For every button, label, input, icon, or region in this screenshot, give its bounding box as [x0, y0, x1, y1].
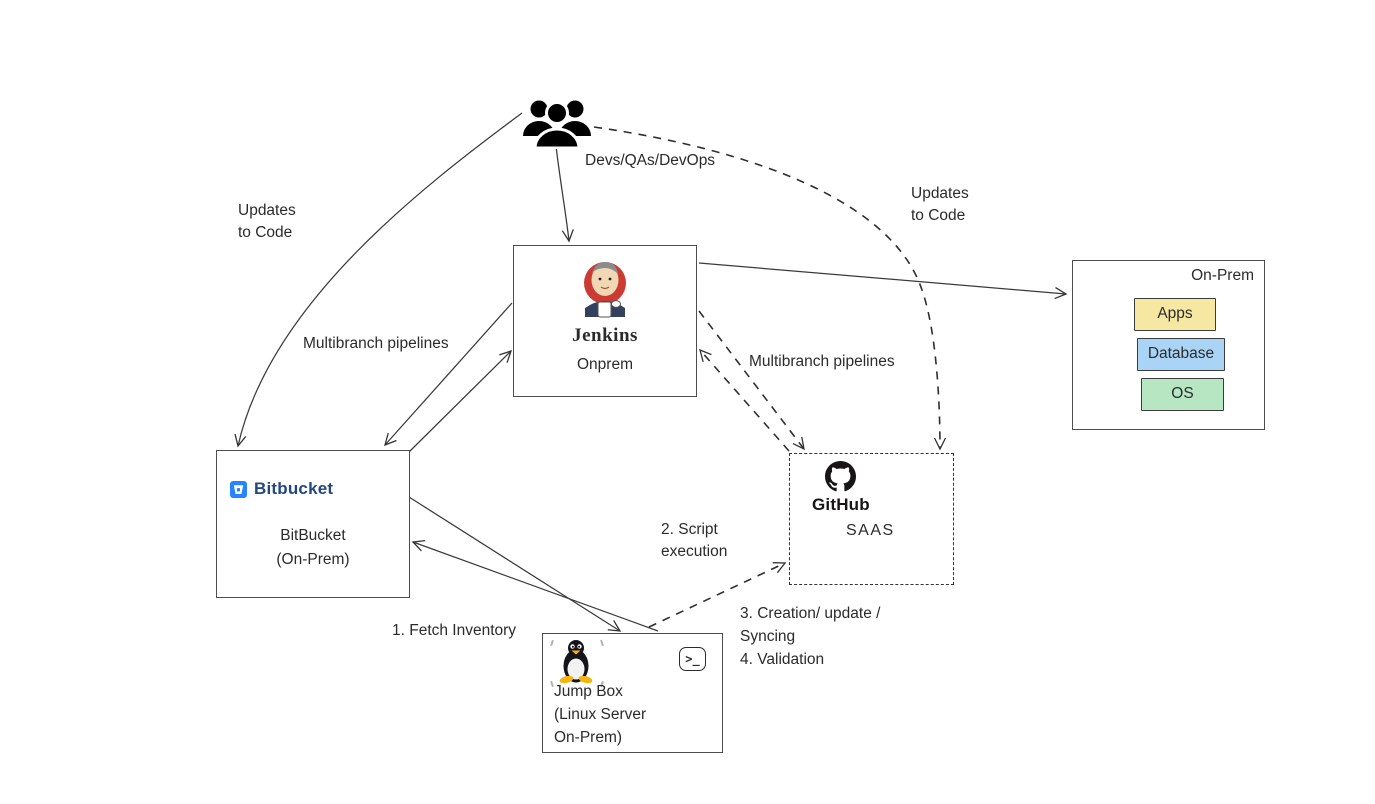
- creation-validation-label: 3. Creation/ update / Syncing 4. Validat…: [740, 602, 880, 671]
- github-octocat-icon: [824, 461, 856, 492]
- script-line2: execution: [661, 543, 728, 560]
- linux-tux-icon: [550, 639, 604, 688]
- edge-people-to-bitbucket: [234, 112, 523, 448]
- updates-left-line1: Updates: [238, 202, 296, 219]
- jenkins-mascot-icon: [514, 256, 696, 323]
- bitbucket-line2: (On-Prem): [276, 551, 350, 568]
- syncing-line: Syncing: [740, 628, 796, 645]
- devs-users-icon: [522, 95, 592, 150]
- updates-to-code-left-label: Updates to Code: [238, 200, 296, 244]
- edge-bitbucket-to-jenkins: [408, 349, 513, 453]
- bitbucket-logo-icon: [230, 480, 247, 498]
- jumpbox-node: >_ Jump Box (Linux Server On-Prem): [542, 633, 723, 753]
- terminal-glyph: >_: [685, 652, 700, 666]
- edge-jenkins-to-onprem: [698, 262, 1068, 300]
- edge-jenkins-to-bitbucket: [384, 302, 513, 447]
- multibranch-right-label: Multibranch pipelines: [749, 353, 895, 370]
- database-label: Database: [1147, 345, 1215, 362]
- edge-bitbucket-to-jumpbox: [408, 496, 622, 632]
- onprem-layer-os: OS: [1141, 378, 1224, 411]
- jenkins-subtitle: Onprem: [577, 356, 633, 373]
- github-saas-label: SAAS: [846, 522, 895, 539]
- jenkins-title: Jenkins: [572, 325, 638, 346]
- onprem-layer-database: Database: [1137, 338, 1225, 371]
- script-line1: 2. Script: [661, 521, 718, 538]
- devs-label: Devs/QAs/DevOps: [585, 152, 716, 169]
- edge-jumpbox-to-bitbucket: [411, 539, 659, 632]
- updates-right-line1: Updates: [911, 185, 969, 202]
- github-wordmark: GitHub: [812, 495, 870, 514]
- onprem-node: On-Prem Apps Database OS: [1072, 260, 1265, 430]
- jumpbox-line3: On-Prem): [554, 729, 623, 746]
- validation-line: 4. Validation: [740, 651, 825, 668]
- multibranch-left-label: Multibranch pipelines: [303, 335, 449, 352]
- script-execution-label: 2. Script execution: [661, 519, 727, 563]
- onprem-title: On-Prem: [1191, 267, 1254, 284]
- jumpbox-line2: (Linux Server: [554, 706, 647, 723]
- terminal-icon: >_: [679, 647, 706, 671]
- edge-jumpbox-to-github: [648, 562, 787, 628]
- updates-left-line2: to Code: [238, 224, 293, 241]
- updates-right-line2: to Code: [911, 207, 966, 224]
- bitbucket-node: Bitbucket BitBucket (On-Prem): [216, 450, 410, 598]
- os-label: OS: [1171, 385, 1194, 402]
- bitbucket-wordmark: Bitbucket: [254, 479, 334, 498]
- apps-label: Apps: [1157, 305, 1193, 322]
- onprem-layer-apps: Apps: [1134, 298, 1216, 331]
- edge-github-to-jenkins: [699, 348, 790, 452]
- edge-jenkins-to-github: [698, 310, 805, 451]
- bitbucket-line1: BitBucket: [280, 527, 346, 544]
- jenkins-node: Jenkins Onprem: [513, 245, 697, 397]
- jumpbox-line1: Jump Box: [554, 683, 623, 700]
- github-node: GitHub SAAS: [789, 453, 954, 585]
- creation-line: 3. Creation/ update /: [740, 605, 881, 622]
- updates-to-code-right-label: Updates to Code: [911, 183, 969, 227]
- edge-people-to-jenkins: [555, 145, 574, 243]
- fetch-inventory-label: 1. Fetch Inventory: [392, 622, 517, 639]
